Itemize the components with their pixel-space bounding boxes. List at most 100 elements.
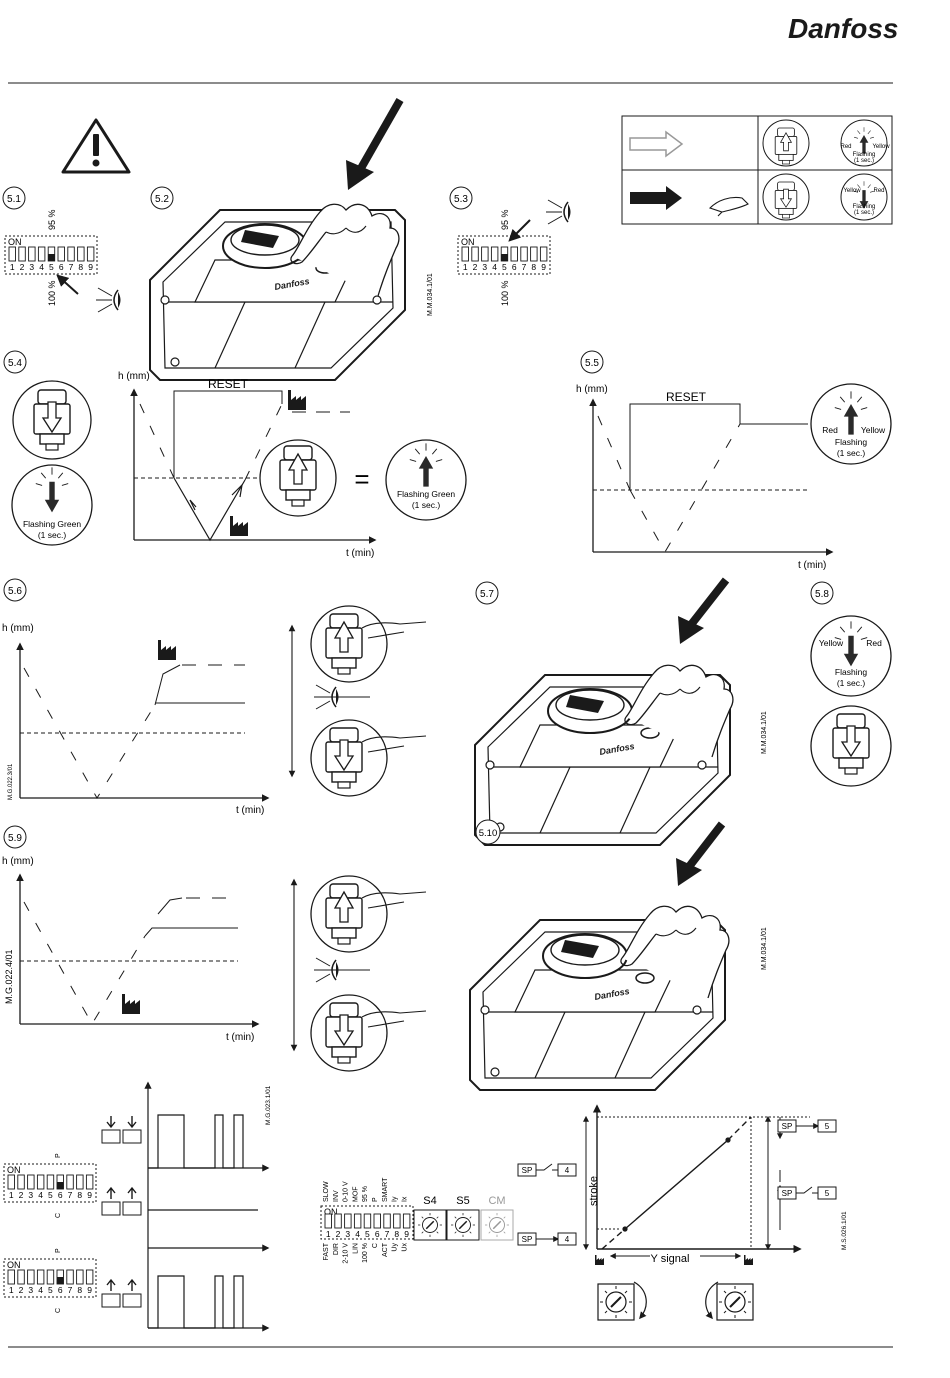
svg-text:SP: SP [522,1235,533,1244]
dip-switch-6[interactable] [373,1213,381,1229]
svg-text:ON: ON [7,1260,21,1270]
dip-switch-4[interactable] [353,1213,362,1229]
dip-switch-7[interactable] [66,1269,74,1285]
svg-text:Flashing: Flashing [853,204,876,210]
dip-switch-1[interactable] [7,1174,15,1190]
dip-switch-4[interactable] [36,1269,45,1285]
dip-switch-6[interactable] [510,246,518,262]
dip-switch-9[interactable] [85,1174,94,1190]
svg-text:5.3: 5.3 [454,194,468,205]
dip-switch-2[interactable] [17,1269,25,1285]
svg-text:(1 sec.): (1 sec.) [412,500,441,510]
svg-text:t (min): t (min) [236,805,264,816]
setting-label: DIR [333,1243,340,1255]
dip-switch-7[interactable] [520,246,528,262]
dip-switch-9[interactable] [539,246,548,262]
reset-label-5-5: RESET [666,390,707,404]
dip-switch-9[interactable] [85,1269,94,1285]
dip-switch-7[interactable] [383,1213,391,1229]
factory-icon [158,640,176,660]
dip-number: 5 [48,1285,53,1295]
dip-switch-3[interactable] [481,246,489,262]
dip-switch-knob [57,1182,64,1189]
svg-text:(1 sec.): (1 sec.) [837,678,866,688]
dip-switch-5[interactable] [46,1269,55,1285]
dip-switch-3[interactable] [27,1174,35,1190]
sp-box-top-right: SP 5 [777,1119,837,1133]
actuator-up-icon [280,446,316,506]
dip-switch-2[interactable] [334,1213,342,1229]
dip-switch-2[interactable] [18,246,26,262]
dip-switch-8[interactable] [77,246,85,262]
svg-text:5.8: 5.8 [815,589,829,600]
span-adjust-dial[interactable] [705,1281,754,1321]
svg-text:5.2: 5.2 [155,194,169,205]
svg-text:Flashing: Flashing [835,667,867,677]
sp-box-mid-left: SP 4 [517,1163,577,1177]
zero-adjust-dial[interactable] [597,1281,647,1321]
dip-switch-1[interactable] [8,246,16,262]
arrow-5-3 [508,219,531,242]
step-badge-5-5: 5.5 [580,350,604,374]
dip-number: 7 [68,1190,73,1200]
svg-text:(1 sec.): (1 sec.) [837,448,866,458]
dip-switch-4[interactable] [490,246,499,262]
dip-switch-9[interactable] [402,1213,411,1229]
dip-switch-2[interactable] [471,246,479,262]
dip-switch-7[interactable] [66,1174,74,1190]
dip-switch-1[interactable] [324,1213,332,1229]
graph-5-6: h (mm) t (min) [2,623,270,816]
factory-icon [230,516,248,536]
dip-switch-1[interactable] [461,246,469,262]
solid-arrow-icon [630,186,682,210]
dip-switch-5[interactable] [363,1213,372,1229]
dip-switch-knob [501,254,508,261]
dip-switch-8[interactable] [76,1174,84,1190]
dip-switch-4[interactable] [36,1174,45,1190]
press-arrow-icon [684,821,726,871]
dip-number: 3 [345,1229,350,1239]
svg-text:5.9: 5.9 [8,833,22,844]
dip-number: 2 [336,1229,341,1239]
svg-text:5.1: 5.1 [7,194,21,205]
graph-5-4: h (mm) t (min) RESET [118,371,377,559]
svg-text:Red: Red [866,638,882,648]
dip-switch-8[interactable] [393,1213,401,1229]
dip-number: 1 [9,1285,14,1295]
finger-icon [361,891,427,909]
dip-switch-knob [57,1277,64,1284]
dip-switch-3[interactable] [28,246,36,262]
dip-number: 2 [19,1190,24,1200]
y-signal-axis-label: Y signal [651,1253,690,1265]
dip-switch-3[interactable] [27,1269,35,1285]
dip-switch-5[interactable] [46,1174,55,1190]
svg-text:5: 5 [825,1189,830,1198]
setting-label: Ix [401,1196,408,1202]
factory-icon [744,1255,753,1265]
dip-switch-8[interactable] [76,1269,84,1285]
dip-switch-8[interactable] [530,246,538,262]
stroke-chart: stroke Y signal [583,1104,810,1265]
dip-switch-6[interactable] [57,246,65,262]
code-5-10: M.M.034.1/01 [761,927,768,970]
svg-text:5.6: 5.6 [8,586,22,597]
dip-switch-4[interactable] [37,246,46,262]
finger-icon [361,1010,427,1028]
dip-switch-3[interactable] [344,1213,352,1229]
dip-switch-knob [48,254,55,261]
press-arrow-icon [356,98,404,172]
dip-switch-9[interactable] [86,246,95,262]
dip-number: 1 [326,1229,331,1239]
dip-switch-7[interactable] [67,246,75,262]
actuator-down-icon [326,1003,362,1063]
dip-switch-1[interactable] [7,1269,15,1285]
eye-icon [95,287,122,313]
dip-switch-2[interactable] [17,1174,25,1190]
svg-text:4: 4 [565,1166,570,1175]
svg-text:Yellow: Yellow [861,425,886,435]
